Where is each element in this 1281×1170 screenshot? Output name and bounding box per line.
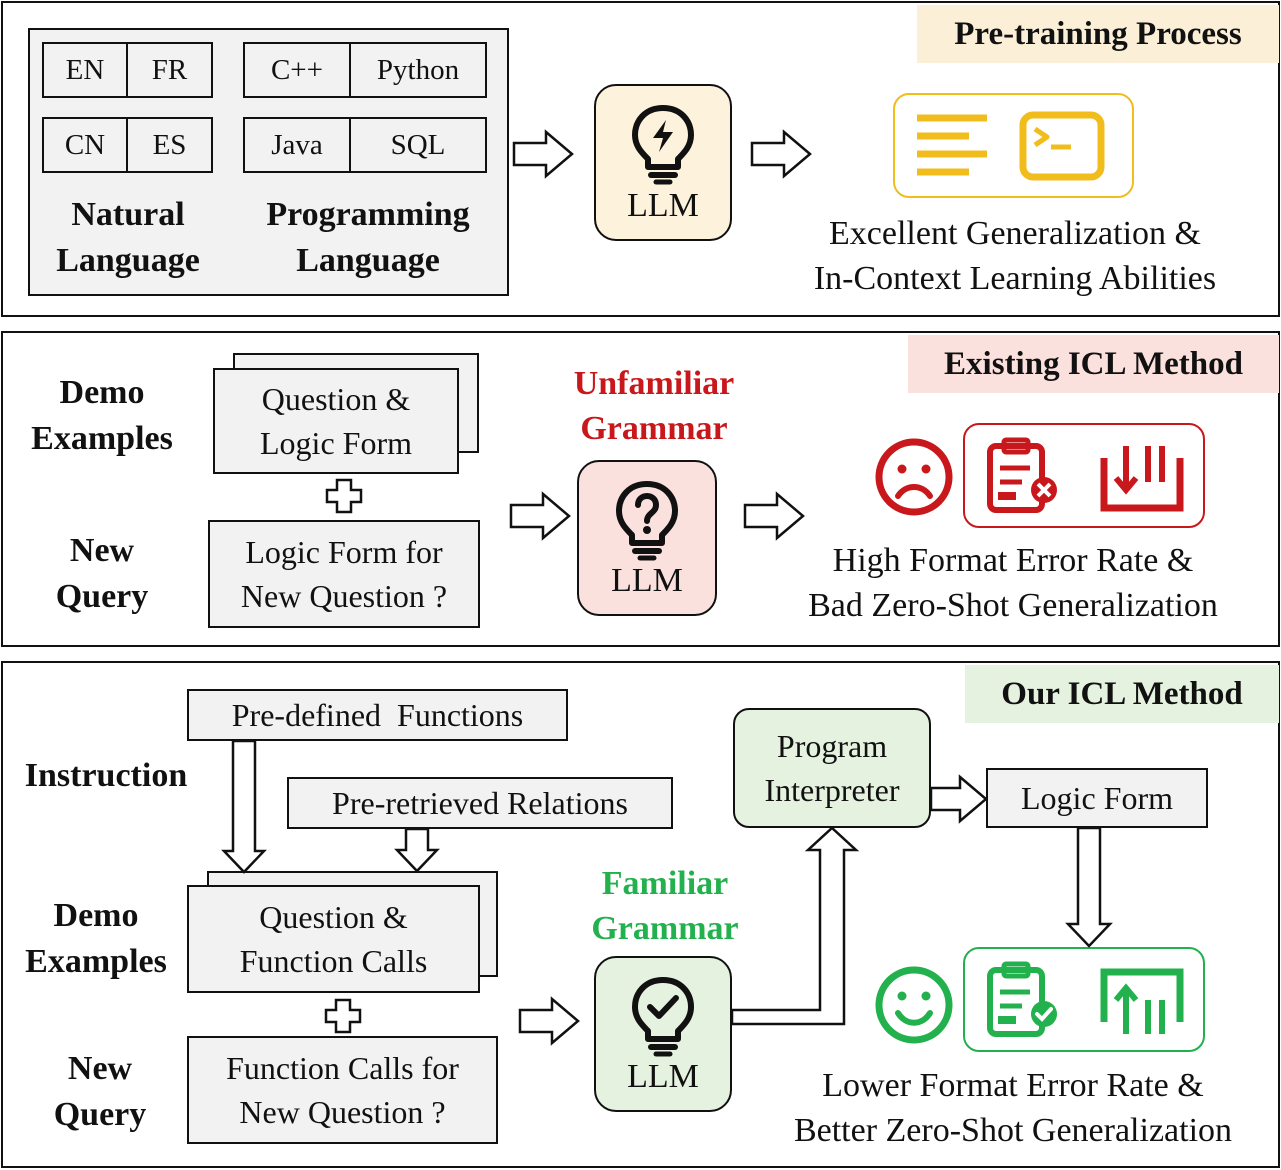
- plus-icon-ours: [324, 998, 362, 1034]
- pretraining-tag: Pre-training Process: [917, 5, 1279, 63]
- arrow-corpus-to-llm: [512, 129, 574, 179]
- arrow-llm-to-abilities: [750, 129, 812, 179]
- predefined-functions-box: Pre-defined Functions: [187, 689, 568, 741]
- logic-form-output-box: Logic Form: [986, 768, 1208, 828]
- llm-pretrain-label: LLM: [627, 187, 699, 224]
- llm-pretrain: LLM: [594, 84, 732, 241]
- lang-cell-cn: CN: [44, 119, 128, 171]
- pretrain-caption-2: In-Context Learning Abilities: [813, 260, 1217, 297]
- arrow-inputs-to-llm-ours: [518, 996, 580, 1046]
- sad-face-icon: [874, 437, 954, 522]
- ours-caption-2: Better Zero-Shot Generalization: [793, 1112, 1233, 1149]
- programming-lang-grid-row2: Java SQL: [243, 117, 487, 173]
- our-icl-tag: Our ICL Method: [965, 665, 1279, 723]
- existing-icl-tag: Existing ICL Method: [908, 335, 1279, 393]
- arrow-logic-form-down: [1065, 826, 1113, 948]
- natural-lang-grid-row1: EN FR: [42, 42, 213, 98]
- programming-lang-grid-row1: C++ Python: [243, 42, 487, 98]
- lang-cell-es: ES: [152, 128, 187, 161]
- upload-chart-icon: [1098, 966, 1188, 1043]
- lang-cell-java: Java: [245, 119, 351, 171]
- clipboard-check-icon: [986, 960, 1066, 1045]
- lang-cell-cpp: C++: [245, 44, 351, 96]
- arrow-inputs-to-llm-existing: [509, 491, 571, 541]
- lang-cell-fr: FR: [151, 53, 188, 86]
- pretrain-output-box: [893, 93, 1134, 198]
- terminal-icon: [1019, 111, 1105, 186]
- pretrain-caption-1: Excellent Generalization &: [829, 215, 1201, 252]
- demo-question-function-box: Question &Function Calls: [187, 885, 480, 993]
- lang-cell-python: Python: [376, 53, 460, 86]
- question-bulb-icon: [615, 480, 679, 569]
- llm-ours: LLM: [594, 956, 732, 1112]
- existing-output-box: [963, 423, 1205, 528]
- plus-icon-existing: [325, 478, 363, 514]
- check-bulb-icon: [631, 976, 695, 1065]
- llm-existing-label: LLM: [611, 562, 683, 599]
- arrow-relations-down: [394, 827, 440, 873]
- ours-output-box: [963, 947, 1205, 1052]
- llm-existing: LLM: [577, 460, 717, 616]
- lang-cell-en: EN: [44, 44, 128, 96]
- instruction-label: Instruction: [24, 757, 188, 794]
- arrow-llm-to-interpreter: [730, 826, 860, 1026]
- happy-face-icon: [874, 965, 954, 1050]
- llm-ours-label: LLM: [627, 1058, 699, 1095]
- arrow-llm-to-output-existing: [743, 491, 805, 541]
- language-corpus-box: [28, 28, 509, 296]
- existing-caption-2: Bad Zero-Shot Generalization: [808, 587, 1218, 624]
- arrow-functions-down: [221, 739, 267, 874]
- preretrieved-relations-box: Pre-retrieved Relations: [287, 777, 673, 829]
- arrow-interpreter-to-logic-form: [929, 774, 988, 824]
- demo-question-logic-box: Question &Logic Form: [213, 368, 459, 474]
- clipboard-error-icon: [986, 436, 1066, 521]
- existing-caption-1: High Format Error Rate &: [832, 542, 1194, 579]
- ours-caption-1: Lower Format Error Rate &: [822, 1067, 1204, 1104]
- lang-cell-sql: SQL: [390, 128, 446, 161]
- lightning-bulb-icon: [631, 104, 695, 193]
- download-chart-icon: [1098, 442, 1188, 519]
- text-lines-icon: [915, 112, 995, 187]
- natural-lang-grid-row2: CN ES: [42, 117, 213, 173]
